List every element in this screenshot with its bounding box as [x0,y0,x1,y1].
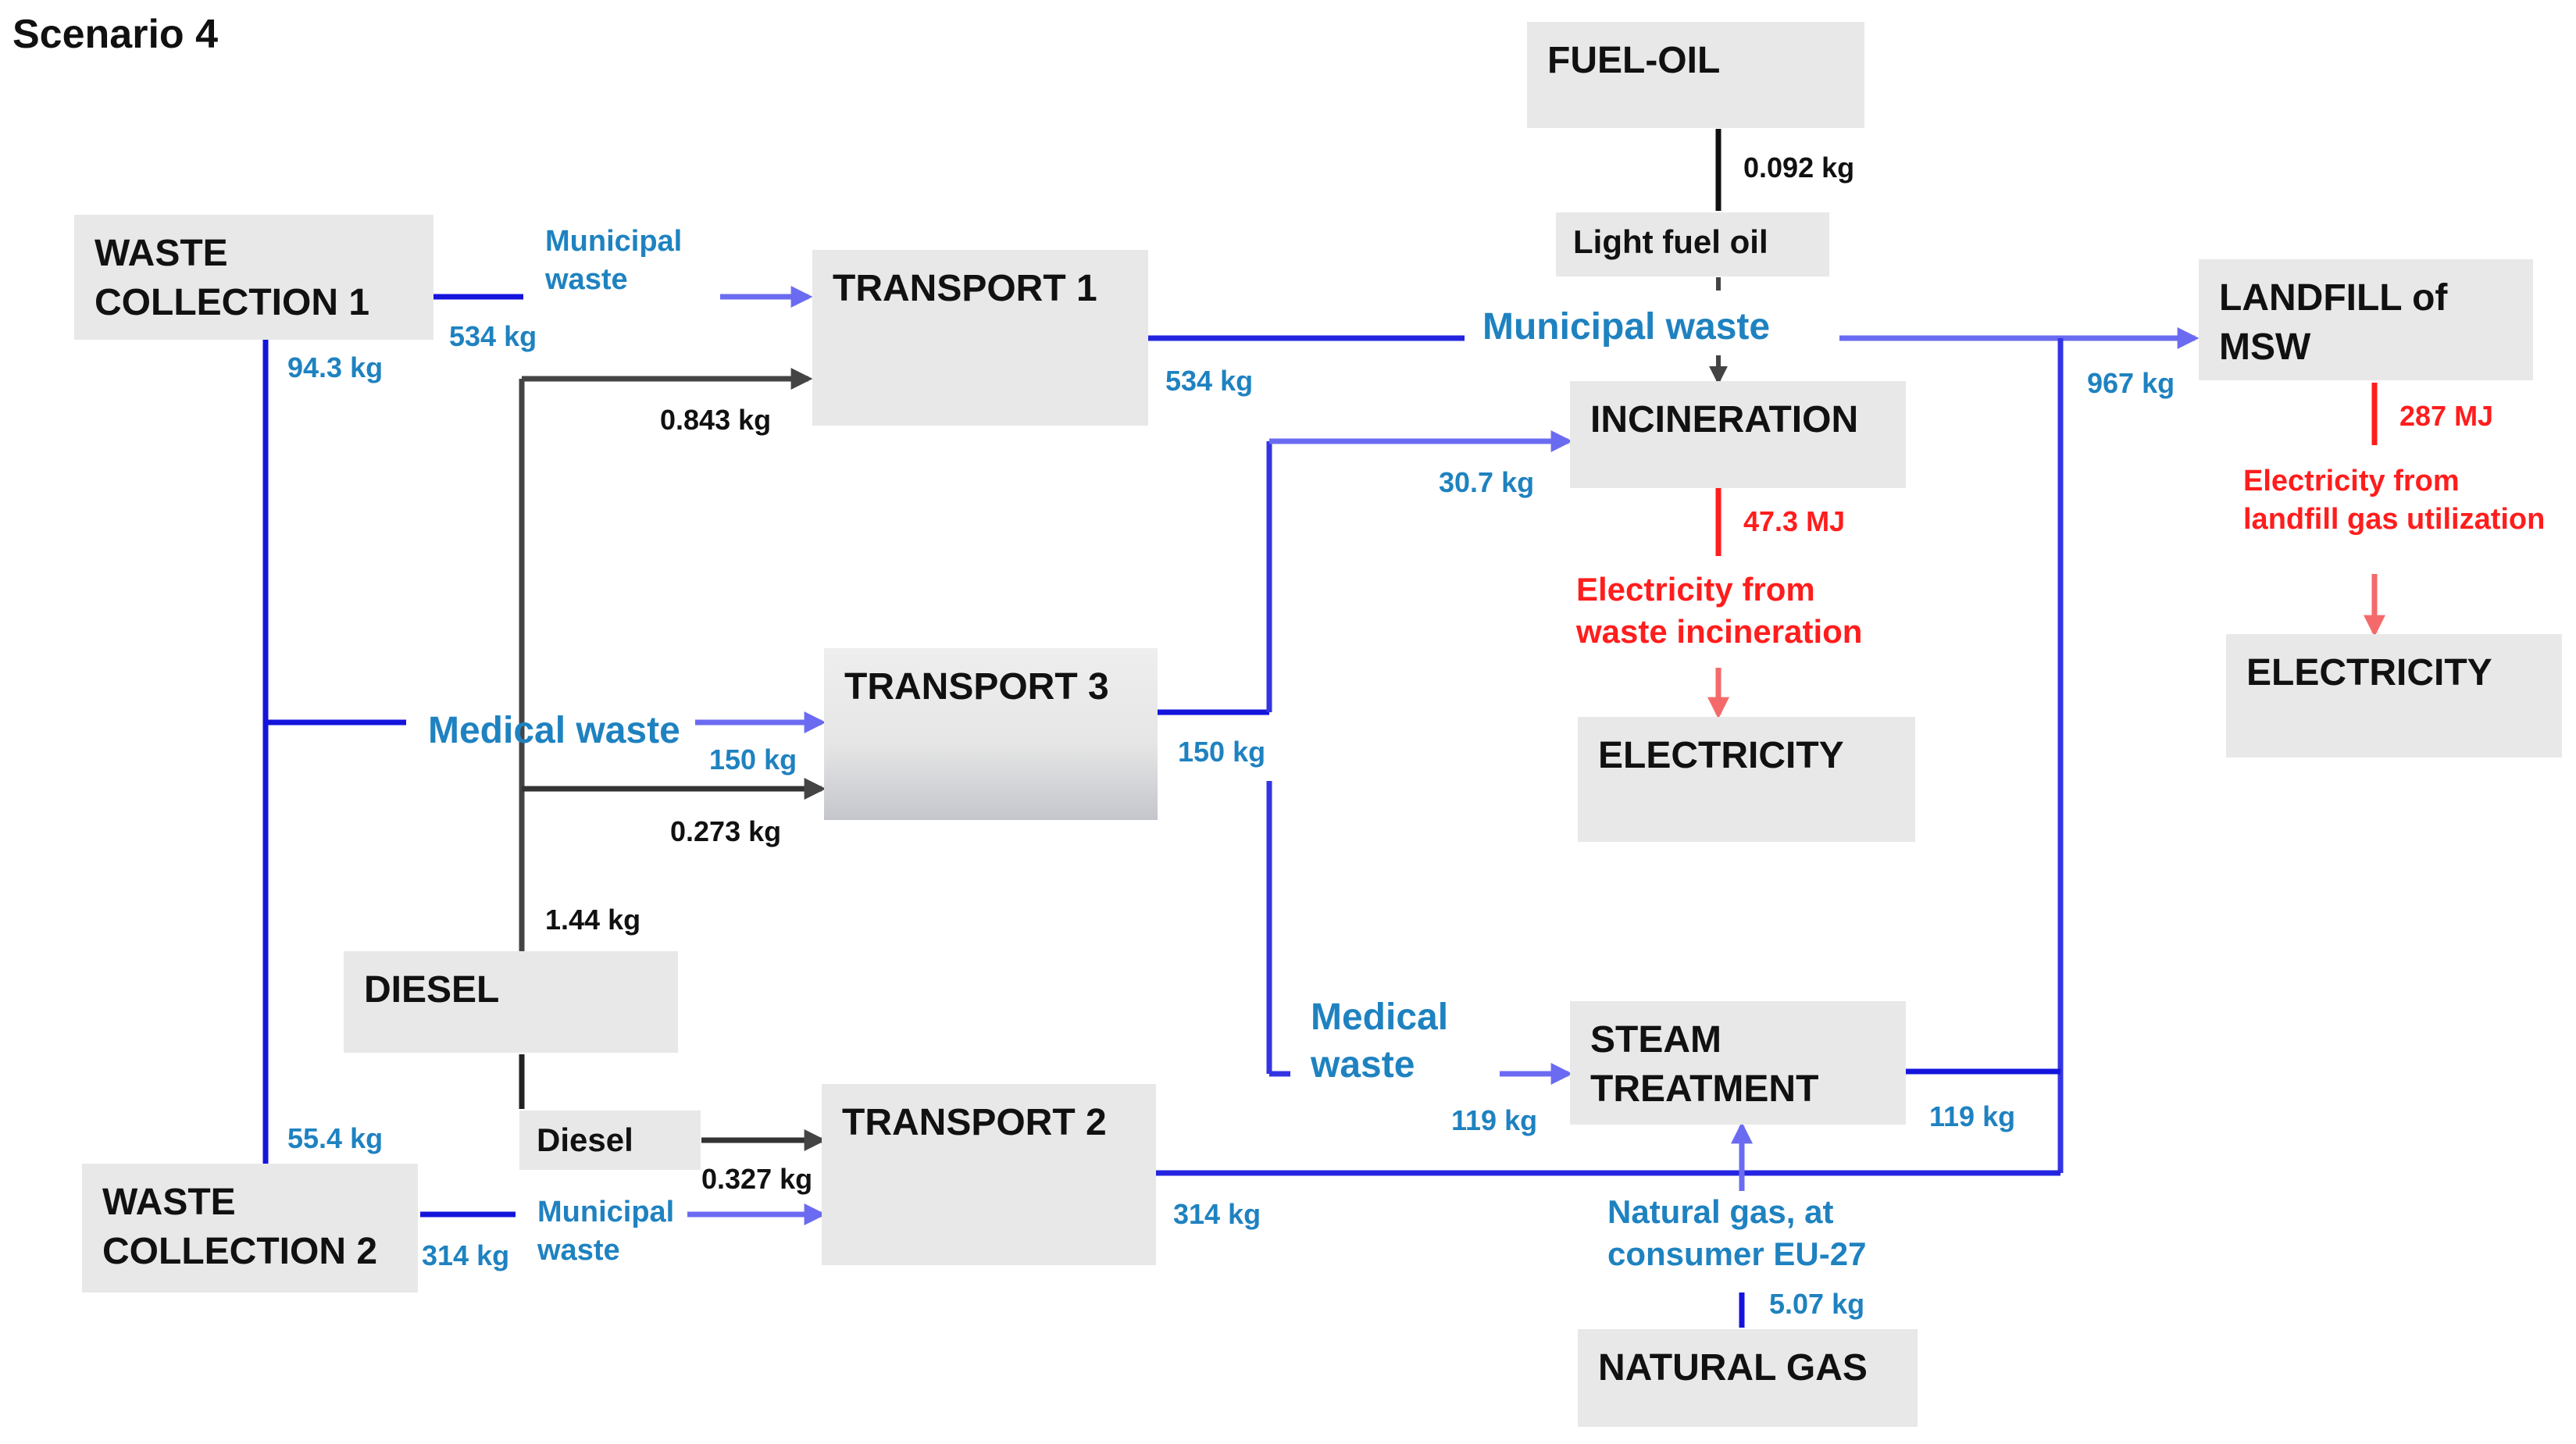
transport-3-box: TRANSPORT 3 [824,648,1158,820]
light-fuel-oil-box: Light fuel oil [1556,212,1829,276]
transport3-in-label: 150 kg [709,743,797,775]
natural-gas-amount-label: 5.07 kg [1769,1288,1865,1320]
medical-waste-right-label: Medical waste [1311,997,1449,1086]
landfill-energy-label: 287 MJ [2399,400,2494,432]
wc1-out-label: 534 kg [449,320,537,352]
fuel-oil-amount-label: 0.092 kg [1743,152,1855,184]
transport-2-box: TRANSPORT 2 [822,1084,1156,1265]
wc1-down-label: 94.3 kg [287,351,384,383]
wc2-out-label: 314 kg [422,1239,510,1271]
diesel-amount-label: 1.44 kg [545,904,641,936]
medical-waste-left-label: Medical waste [428,710,680,751]
diesel-sub-box: Diesel [519,1111,701,1170]
transport-1-box: TRANSPORT 1 [812,250,1148,426]
wc2-up-label: 55.4 kg [287,1122,384,1154]
landfill-box: LANDFILL of MSW [2199,259,2533,380]
landfill-in-label: 967 kg [2087,367,2175,399]
diesel-box: DIESEL [344,951,678,1053]
transport1-out-label: 534 kg [1165,365,1254,397]
fuel-oil-box: FUEL-OIL [1527,22,1864,128]
municipal-waste-main-label: Municipal waste [1482,306,1771,348]
transport2-diesel-label: 0.327 kg [701,1163,813,1195]
electricity-from-incineration-label: Electricity from waste incineration [1576,571,1863,650]
incineration-in-label: 30.7 kg [1439,466,1535,498]
natural-gas-box: NATURAL GAS [1578,1329,1918,1427]
steam-out-label: 119 kg [1929,1100,2016,1132]
natural-gas-flow-label: Natural gas, at consumer EU-27 [1607,1193,1867,1272]
municipal-waste-wc1-label: Municipal waste [545,225,683,296]
transport1-diesel-label: 0.843 kg [660,404,772,436]
incineration-energy-label: 47.3 MJ [1743,505,1846,537]
transport3-diesel-label: 0.273 kg [670,815,782,847]
electricity-landfill-box: ELECTRICITY [2226,634,2562,758]
scenario-title: Scenario 4 [12,12,219,57]
electricity-from-landfill-label: Electricity from landfill gas utilizatio… [2243,465,2546,536]
steam-treatment-box: STEAM TREATMENT [1570,1001,1906,1125]
transport3-out-label: 150 kg [1178,736,1266,768]
waste-collection-1-box: WASTE COLLECTION 1 [74,215,433,340]
electricity-incineration-box: ELECTRICITY [1578,717,1915,842]
steam-in-label: 119 kg [1451,1104,1538,1136]
municipal-waste-wc2-label: Municipal waste [537,1196,675,1267]
incineration-box: INCINERATION [1570,381,1906,488]
waste-collection-2-box: WASTE COLLECTION 2 [82,1164,418,1292]
transport2-out-label: 314 kg [1173,1198,1261,1230]
